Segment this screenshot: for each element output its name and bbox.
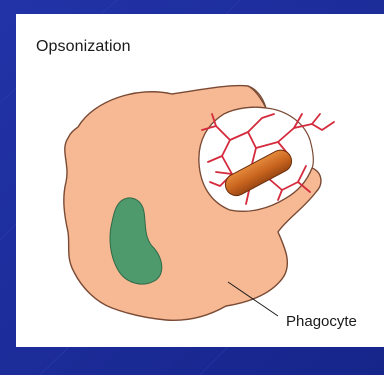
phagocyte-label: Phagocyte <box>286 313 357 330</box>
diagram-title: Opsonization <box>36 38 131 56</box>
opsonization-diagram <box>16 14 384 347</box>
diagram-panel: Opsonization Phagocyte <box>16 14 384 347</box>
